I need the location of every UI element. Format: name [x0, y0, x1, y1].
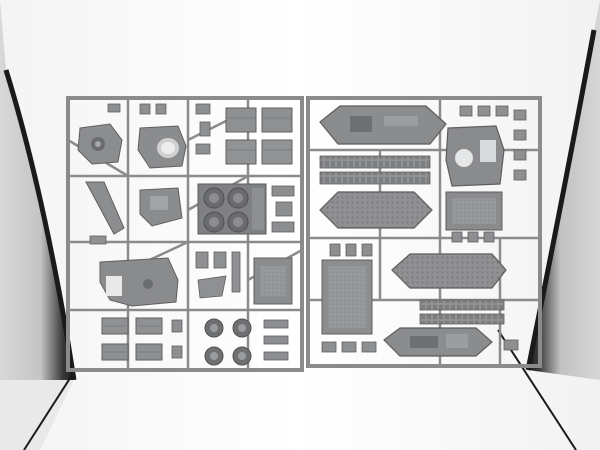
small-parts-top: [107, 103, 211, 155]
part-ramp-panel: [321, 259, 373, 335]
part-turret-bracket: [445, 125, 505, 187]
right-wing-edge: [525, 29, 597, 371]
part-hull-plate-middle: [319, 191, 433, 229]
part-track-links-row3: [419, 299, 505, 311]
part-hatch-covers-block: [197, 183, 267, 235]
small-parts-bottom: [171, 319, 289, 361]
right-sprue-frame: [306, 96, 542, 368]
part-track-links-row4: [419, 313, 505, 325]
left-floor-edge: [23, 371, 75, 450]
left-sprue: [66, 96, 304, 372]
left-wing-edge: [3, 69, 77, 381]
part-hull-side-top: [319, 105, 447, 145]
part-side-rail: [85, 181, 125, 235]
part-grille-panel: [445, 191, 503, 231]
left-sprue-frame: [66, 96, 304, 372]
left-floor-shadow: [0, 380, 74, 450]
part-hull-plate-right: [391, 253, 507, 289]
part-track-links-row1: [319, 155, 431, 169]
part-track-links-row2: [319, 171, 431, 185]
small-parts-middle: [195, 251, 241, 299]
small-parts-middle-right: [329, 231, 495, 257]
part-vent-panel: [253, 257, 293, 305]
part-bottom-panels: [101, 317, 163, 361]
small-parts-top-right: [459, 105, 527, 181]
part-armour-panels: [225, 107, 293, 165]
part-road-wheels: [204, 318, 252, 366]
right-sprue: [306, 96, 542, 368]
small-parts-right-column: [271, 185, 295, 233]
small-parts-bottom-right: [321, 339, 519, 353]
